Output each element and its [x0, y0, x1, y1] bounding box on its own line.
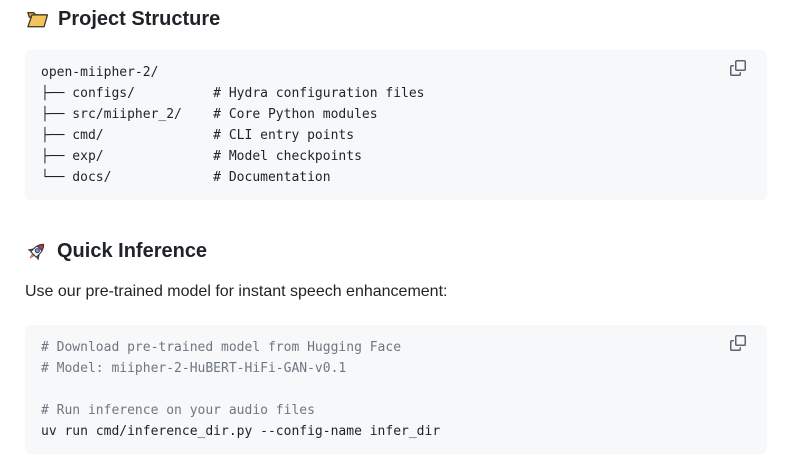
- code-line: uv run cmd/inference_dir.py --config-nam…: [41, 424, 441, 439]
- quick-inference-heading-label: Quick Inference: [57, 240, 208, 262]
- copy-icon: [730, 334, 746, 354]
- code-line: └── docs/ # Documentation: [41, 170, 331, 185]
- project-structure-heading-label: Project Structure: [58, 8, 221, 30]
- project-structure-code: open-miipher-2/ ├── configs/ # Hydra conf…: [41, 62, 751, 188]
- copy-button[interactable]: [729, 59, 747, 79]
- code-line: ├── configs/ # Hydra configuration files: [41, 86, 425, 101]
- folder-icon: [25, 9, 49, 29]
- copy-button[interactable]: [729, 334, 747, 354]
- project-structure-code-block: open-miipher-2/ ├── configs/ # Hydra conf…: [25, 50, 767, 200]
- quick-inference-code-block: # Download pre-trained model from Huggin…: [25, 325, 767, 454]
- code-line: open-miipher-2/: [41, 65, 159, 80]
- code-line: [41, 379, 751, 400]
- rocket-icon: [25, 240, 48, 263]
- code-line: ├── src/miipher_2/ # Core Python modules: [41, 107, 378, 122]
- code-line: # Run inference on your audio files: [41, 403, 315, 418]
- project-structure-heading: Project Structure: [25, 6, 767, 32]
- code-line: ├── exp/ # Model checkpoints: [41, 149, 362, 164]
- quick-inference-code: # Download pre-trained model from Huggin…: [41, 337, 751, 442]
- code-line: # Model: miipher-2-HuBERT-HiFi-GAN-v0.1: [41, 361, 347, 376]
- readme-content: Project Structure open-miipher-2/ ├── con…: [25, 6, 767, 454]
- quick-inference-intro: Use our pre-trained model for instant sp…: [25, 283, 448, 300]
- code-line: # Download pre-trained model from Huggin…: [41, 340, 402, 355]
- code-line: ├── cmd/ # CLI entry points: [41, 128, 355, 143]
- copy-icon: [730, 59, 746, 79]
- quick-inference-heading: Quick Inference: [25, 238, 767, 264]
